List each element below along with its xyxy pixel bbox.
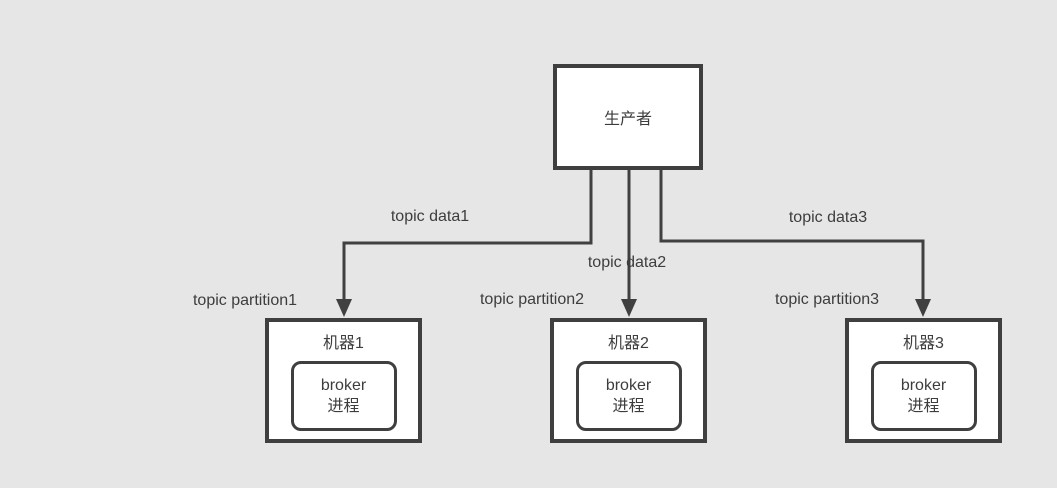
broker-process-box-1: broker 进程: [290, 361, 397, 431]
broker-2-label-line1: broker: [605, 377, 652, 394]
machine-1-title: 机器1: [323, 335, 364, 352]
edge-label-topic-data3: topic data3: [788, 209, 868, 226]
edge-label-topic-data2: topic data2: [587, 254, 667, 271]
machine-box-3: 机器3 broker 进程: [845, 318, 1002, 443]
edge-line-topic-data1: [342, 169, 593, 301]
arrowhead-topic-data3: [915, 299, 931, 317]
arrowhead-topic-data1: [336, 299, 352, 317]
partition-label-2: topic partition2: [479, 291, 585, 308]
broker-3-label-line1: broker: [900, 377, 947, 394]
broker-2-label-line2: 进程: [612, 398, 645, 415]
arrowhead-topic-data2: [621, 299, 637, 317]
broker-process-box-2: broker 进程: [575, 361, 682, 431]
machine-box-2: 机器2 broker 进程: [550, 318, 707, 443]
producer-box: 生产者: [553, 64, 703, 170]
producer-label: 生产者: [603, 111, 652, 128]
machine-3-title: 机器3: [903, 335, 944, 352]
broker-3-label-line2: 进程: [907, 398, 940, 415]
partition-label-3: topic partition3: [774, 291, 880, 308]
edge-line-topic-data3: [659, 169, 925, 301]
partition-label-1: topic partition1: [192, 292, 298, 309]
machine-2-title: 机器2: [608, 335, 649, 352]
machine-box-1: 机器1 broker 进程: [265, 318, 422, 443]
broker-1-label-line1: broker: [320, 377, 367, 394]
broker-1-label-line2: 进程: [327, 398, 360, 415]
edge-label-topic-data1: topic data1: [390, 208, 470, 225]
broker-process-box-3: broker 进程: [870, 361, 977, 431]
